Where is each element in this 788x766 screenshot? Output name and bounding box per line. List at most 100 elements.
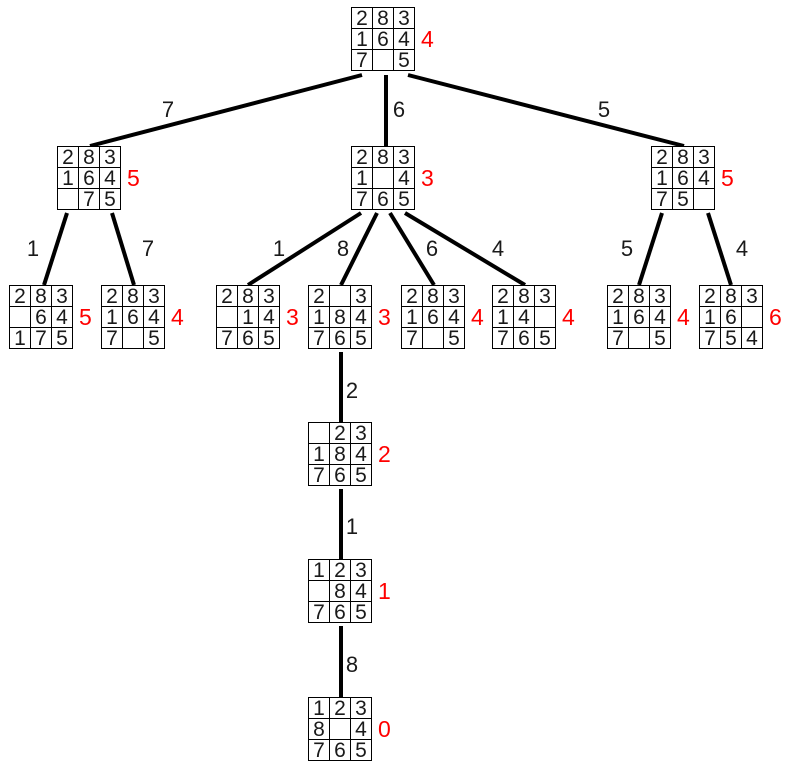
puzzle-tile: 8 bbox=[309, 719, 330, 740]
puzzle-tile: 4 bbox=[259, 307, 280, 328]
puzzle-tile: 2 bbox=[608, 286, 629, 307]
puzzle-tile: 4 bbox=[351, 719, 372, 740]
puzzle-tile: 7 bbox=[352, 50, 373, 71]
puzzle-tile: 6 bbox=[514, 328, 535, 349]
heuristic-score: 2 bbox=[378, 441, 391, 467]
puzzle-tile: 4 bbox=[100, 168, 121, 189]
puzzle-tile: 4 bbox=[144, 307, 165, 328]
puzzle-tile: 3 bbox=[259, 286, 280, 307]
puzzle-tile: 8 bbox=[31, 286, 52, 307]
puzzle-tile: 1 bbox=[309, 698, 330, 719]
puzzle-tile: 1 bbox=[238, 307, 259, 328]
edge-root-to-l1-right bbox=[407, 73, 685, 148]
puzzle-tile: 6 bbox=[423, 307, 444, 328]
puzzle-tile: 5 bbox=[394, 189, 415, 210]
puzzle-tile: 5 bbox=[721, 328, 742, 349]
edge-root-to-l1-left bbox=[89, 73, 363, 148]
puzzle-tile: 7 bbox=[79, 189, 100, 210]
puzzle-tile: 7 bbox=[608, 328, 629, 349]
edge-label: 4 bbox=[735, 236, 749, 261]
puzzle-tile: 3 bbox=[694, 147, 715, 168]
puzzle-tile: 8 bbox=[238, 286, 259, 307]
puzzle-tile: 5 bbox=[444, 328, 465, 349]
puzzle-tile: 6 bbox=[721, 307, 742, 328]
puzzle-tile: 2 bbox=[330, 560, 351, 581]
puzzle-tile: 2 bbox=[700, 286, 721, 307]
puzzle-tile: 7 bbox=[352, 189, 373, 210]
puzzle-tile: 6 bbox=[330, 465, 351, 486]
puzzle-tile: 5 bbox=[100, 189, 121, 210]
edge-label: 1 bbox=[26, 236, 40, 261]
blank-tile bbox=[373, 168, 394, 189]
blank-tile bbox=[309, 581, 330, 602]
edge-l1-middle-to-l2-e bbox=[388, 211, 436, 287]
puzzle-tile: 7 bbox=[700, 328, 721, 349]
puzzle-tile: 5 bbox=[650, 328, 671, 349]
puzzle-tile: 2 bbox=[330, 698, 351, 719]
puzzle-tile: 7 bbox=[102, 328, 123, 349]
puzzle-tile: 3 bbox=[650, 286, 671, 307]
puzzle-tile: 3 bbox=[351, 560, 372, 581]
blank-tile bbox=[423, 328, 444, 349]
edge-label: 8 bbox=[345, 652, 359, 677]
puzzle-tile: 5 bbox=[52, 328, 73, 349]
puzzle-tile: 8 bbox=[330, 581, 351, 602]
puzzle-tile: 4 bbox=[52, 307, 73, 328]
puzzle-tile: 6 bbox=[238, 328, 259, 349]
blank-tile bbox=[694, 189, 715, 210]
puzzle-tile: 3 bbox=[52, 286, 73, 307]
puzzle-tile: 3 bbox=[742, 286, 763, 307]
heuristic-score: 4 bbox=[171, 304, 184, 330]
puzzle-tile: 2 bbox=[352, 147, 373, 168]
puzzle-tile: 5 bbox=[535, 328, 556, 349]
puzzle-tile: 8 bbox=[79, 147, 100, 168]
puzzle-tile: 5 bbox=[351, 602, 372, 623]
edge-l1-right-to-l2-h bbox=[706, 212, 733, 286]
edge-label: 5 bbox=[597, 97, 611, 122]
blank-tile bbox=[58, 189, 79, 210]
heuristic-score: 4 bbox=[421, 26, 434, 52]
puzzle-tile: 3 bbox=[444, 286, 465, 307]
puzzle-tile: 4 bbox=[514, 307, 535, 328]
puzzle-tile: 4 bbox=[444, 307, 465, 328]
puzzle-tile: 8 bbox=[330, 307, 351, 328]
heuristic-score: 3 bbox=[378, 304, 391, 330]
puzzle-tile: 8 bbox=[673, 147, 694, 168]
edge-label: 8 bbox=[336, 236, 350, 261]
puzzle-tile: 2 bbox=[402, 286, 423, 307]
heuristic-score: 1 bbox=[378, 578, 391, 604]
puzzle-tile: 1 bbox=[608, 307, 629, 328]
puzzle-tile: 2 bbox=[352, 8, 373, 29]
edge-label: 5 bbox=[620, 236, 634, 261]
puzzle-tile: 2 bbox=[309, 286, 330, 307]
puzzle-tile: 5 bbox=[351, 328, 372, 349]
heuristic-score: 4 bbox=[677, 304, 690, 330]
edge-label: 6 bbox=[392, 97, 406, 122]
puzzle-tile: 1 bbox=[402, 307, 423, 328]
puzzle-tile: 7 bbox=[217, 328, 238, 349]
edge-l1-right-to-l2-g bbox=[637, 212, 664, 286]
puzzle-tile: 5 bbox=[259, 328, 280, 349]
puzzle-tile: 1 bbox=[493, 307, 514, 328]
blank-tile bbox=[217, 307, 238, 328]
puzzle-tile: 2 bbox=[330, 423, 351, 444]
puzzle-tile: 4 bbox=[394, 168, 415, 189]
puzzle-tile: 7 bbox=[493, 328, 514, 349]
puzzle-tile: 4 bbox=[351, 307, 372, 328]
heuristic-score: 4 bbox=[562, 304, 575, 330]
puzzle-tile: 3 bbox=[351, 698, 372, 719]
puzzle-tile: 8 bbox=[373, 147, 394, 168]
edge-l1-left-to-l2-b bbox=[110, 212, 136, 286]
